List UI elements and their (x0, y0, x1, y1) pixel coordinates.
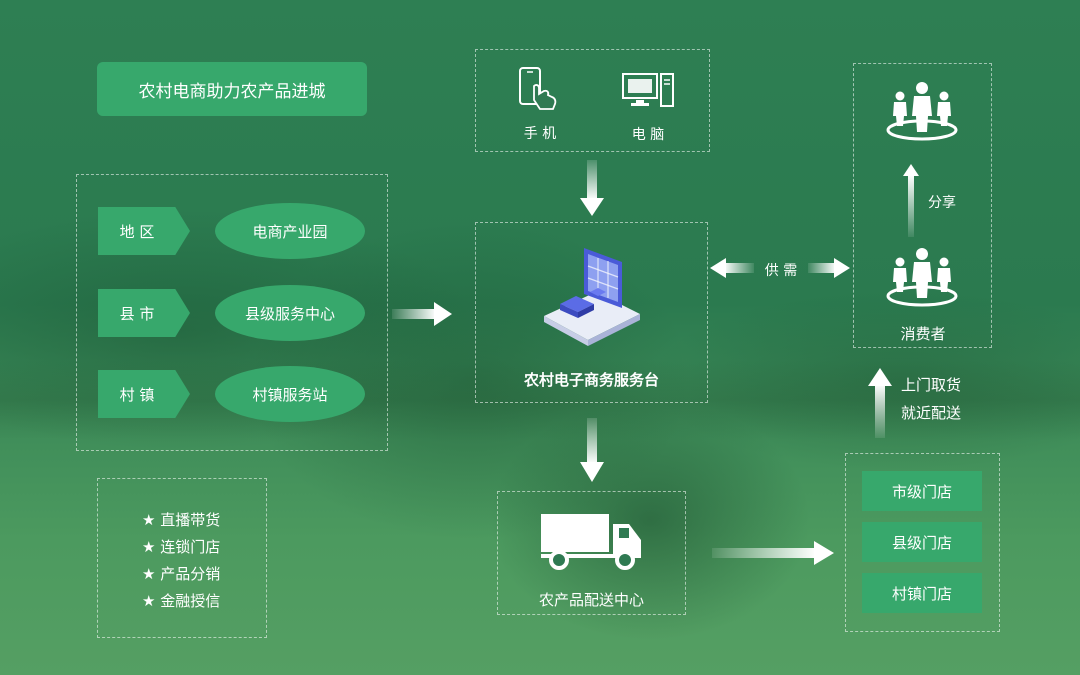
arrow-right-icon (712, 541, 834, 565)
regions-panel (76, 174, 388, 451)
arrow-up-icon (903, 164, 919, 237)
arrow-right-icon (392, 302, 452, 326)
computer-label: 电 脑 (631, 127, 665, 143)
devices-panel (475, 49, 710, 152)
pickup-label-2: 就近配送 (901, 404, 962, 422)
region-center-county: 县级服务中心 (215, 285, 365, 341)
phone-icon (519, 67, 557, 110)
region-tag-district: 地 区 (98, 207, 190, 255)
arrow-down-icon (580, 160, 604, 216)
consumer-panel (853, 63, 992, 348)
region-center-park: 电商产业园 (215, 203, 365, 259)
platform-icon (544, 248, 640, 346)
features-panel (97, 478, 267, 638)
features-list: ★ 直播带货 ★ 连锁门店 ★ 产品分销 ★ 金融授信 (142, 507, 220, 615)
computer-icon (622, 73, 674, 107)
distribution-panel (497, 491, 686, 615)
distribution-label: 农产品配送中心 (538, 591, 644, 609)
supply-demand-label: 供 需 (764, 263, 798, 279)
store-village: 村镇门店 (862, 573, 982, 613)
region-center-village: 村镇服务站 (215, 366, 365, 422)
people-group-icon (886, 82, 958, 141)
page-title: 农村电商助力农产品进城 (97, 62, 367, 116)
feature-item: ★ 连锁门店 (142, 538, 221, 556)
double-arrow-icon (710, 258, 850, 278)
store-city: 市级门店 (862, 471, 982, 511)
feature-item: ★ 直播带货 (142, 511, 221, 529)
feature-item: ★ 金融授信 (142, 592, 221, 610)
feature-item: ★ 产品分销 (142, 565, 221, 583)
store-county: 县级门店 (862, 522, 982, 562)
share-label: 分享 (928, 195, 956, 211)
truck-icon (541, 514, 641, 570)
phone-label: 手 机 (523, 126, 557, 142)
pickup-label-1: 上门取货 (901, 376, 962, 394)
consumer-label: 消费者 (900, 325, 946, 343)
region-tag-village: 村 镇 (98, 370, 190, 418)
people-group-icon (886, 248, 958, 307)
platform-panel (475, 222, 708, 403)
arrow-up-icon (868, 368, 892, 438)
platform-label: 农村电子商务服务台 (523, 371, 659, 389)
region-tag-county: 县 市 (98, 289, 190, 337)
stores-panel (845, 453, 1000, 632)
arrow-down-icon (580, 418, 604, 482)
